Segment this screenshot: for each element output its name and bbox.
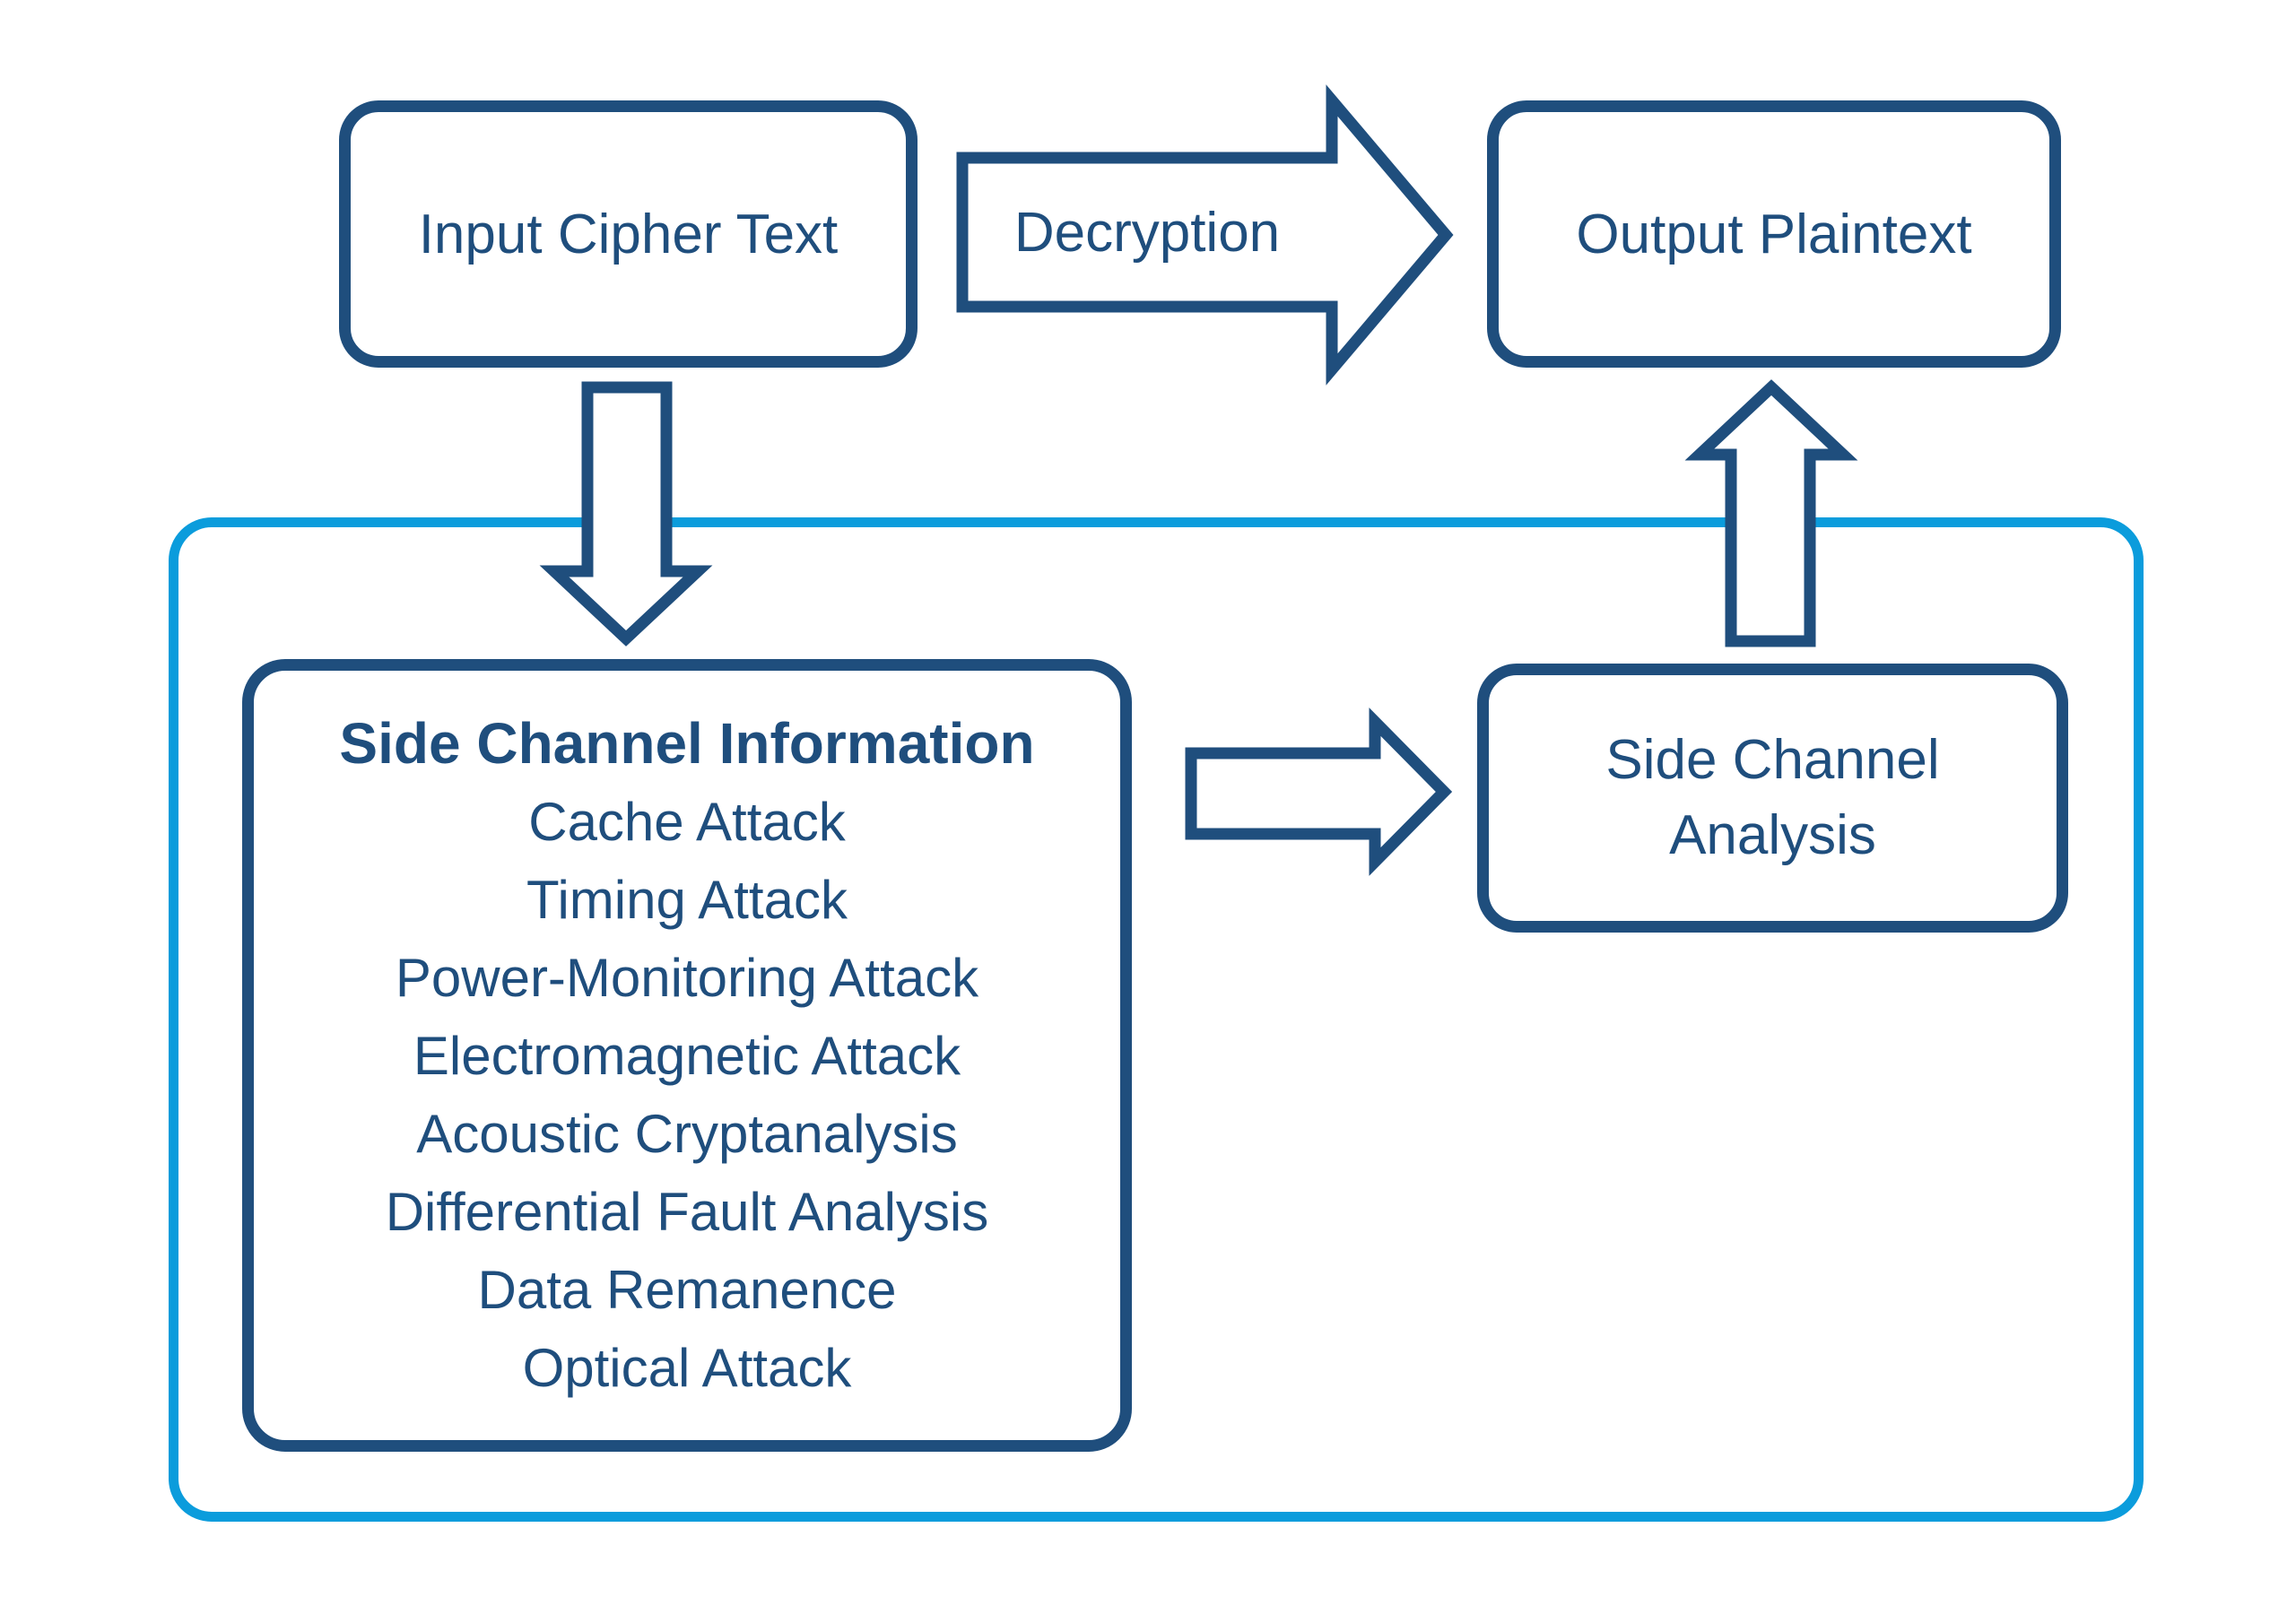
- info-list-item: Electromagnetic Attack: [413, 1026, 961, 1086]
- side-channel-container-frame: [169, 517, 2144, 1522]
- decryption-arrow-label: Decryption: [1013, 201, 1281, 264]
- info-list-item: Data Remanence: [477, 1260, 897, 1320]
- input-cipher-text-box: Input Cipher Text: [339, 100, 918, 368]
- info-list-item: Acoustic Cryptanalysis: [416, 1104, 958, 1164]
- output-plaintext-box: Output Plaintext: [1487, 100, 2061, 368]
- side-channel-information-title: Side Channel Information: [339, 711, 1035, 776]
- output-plaintext-label: Output Plaintext: [1576, 203, 1972, 265]
- info-list-item: Cache Attack: [528, 792, 846, 852]
- info-list-item: Differential Fault Analysis: [385, 1182, 989, 1242]
- side-channel-analysis-box: Side Channel Analysis: [1477, 664, 2068, 933]
- input-cipher-text-label: Input Cipher Text: [418, 203, 839, 265]
- info-list-item: Timing Attack: [526, 870, 848, 930]
- info-list-item: Optical Attack: [522, 1338, 852, 1398]
- info-list-item: Power-Monitoring Attack: [395, 948, 979, 1008]
- side-channel-analysis-label-line2: Analysis: [1669, 804, 1876, 866]
- side-channel-analysis-label-line1: Side Channel: [1605, 729, 1940, 791]
- side-channel-information-box: Side Channel Information Cache Attack Ti…: [242, 659, 1132, 1452]
